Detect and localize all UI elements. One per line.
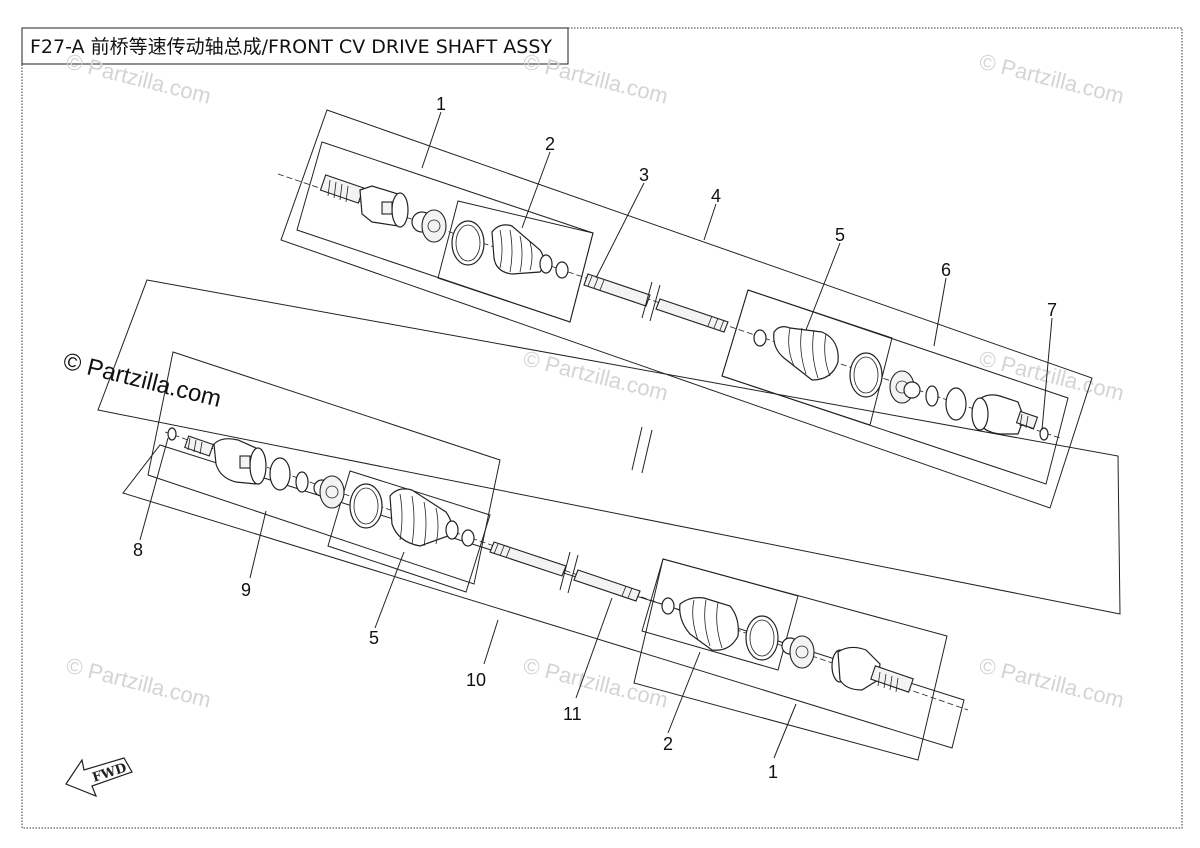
watermark: © Partzilla.com — [64, 653, 214, 713]
upper-right-clamp-ring — [849, 352, 883, 398]
callout-leaders — [139, 111, 1053, 759]
watermark: © Partzilla.com — [977, 49, 1127, 109]
upper-boot-box — [437, 200, 594, 323]
lower-right-box — [633, 558, 948, 761]
lower-right-small-clamp — [661, 597, 675, 615]
callout-label: 9 — [241, 580, 251, 600]
callout-label: 5 — [835, 225, 845, 245]
lower-end-clip — [167, 427, 177, 441]
lower-boot-5 — [389, 488, 459, 547]
upper-boot-2 — [491, 224, 553, 275]
watermarks: © Partzilla.com © Partzilla.com © Partzi… — [64, 49, 1127, 713]
title-box — [21, 27, 569, 65]
lower-cv-joint-outer — [831, 646, 914, 693]
callout-label: 1 — [768, 762, 778, 782]
upper-cv-joint-outer — [319, 174, 409, 228]
callout-label: 4 — [711, 186, 721, 206]
lower-clamp-ring — [349, 483, 383, 529]
upper-bearing-cage — [411, 209, 447, 243]
watermark: © Partzilla.com — [521, 653, 671, 713]
callout-label: 2 — [663, 734, 673, 754]
watermark: © Partzilla.com — [521, 346, 671, 406]
lower-snap-ring — [295, 471, 309, 493]
forward-arrow: FWD — [65, 757, 133, 798]
callout-labels: 1 2 3 4 5 6 7 8 9 5 10 11 2 1 — [133, 94, 1057, 782]
callout-label: 3 — [639, 165, 649, 185]
upper-boot-5 — [773, 326, 839, 381]
lower-boot-2 — [679, 597, 739, 651]
middle-frame — [97, 279, 1121, 615]
upper-end-clip — [1039, 427, 1049, 441]
lower-left-box — [147, 351, 501, 585]
upper-o-ring — [945, 387, 967, 421]
lower-right-bearing-cage — [781, 635, 815, 669]
callout-label: 8 — [133, 540, 143, 560]
lower-bearing-cage — [313, 475, 345, 509]
forward-arrow-icon — [65, 757, 133, 798]
watermark: © Partzilla.com — [977, 653, 1127, 713]
upper-boot5-box — [721, 289, 893, 426]
forward-arrow-label: FWD — [91, 761, 129, 786]
callout-label: 7 — [1047, 300, 1057, 320]
upper-snap-ring — [925, 385, 939, 407]
upper-clamp-ring — [451, 220, 485, 266]
upper-small-clamp — [555, 261, 569, 279]
lower-o-ring — [269, 457, 291, 491]
callout-label: 5 — [369, 628, 379, 648]
upper-right-bearing-cage — [889, 370, 921, 404]
page-border — [21, 27, 1183, 829]
lower-right-clamp-ring — [745, 615, 779, 661]
callout-label: 6 — [941, 260, 951, 280]
lower-boot-box — [327, 470, 491, 593]
callout-label: 10 — [466, 670, 486, 690]
upper-intermediate-shaft — [583, 273, 729, 333]
page-title: F27-A 前桥等速传动轴总成/FRONT CV DRIVE SHAFT ASS… — [30, 36, 552, 58]
lower-shaft-assembly — [122, 351, 969, 761]
callout-label: 1 — [436, 94, 446, 114]
watermark-main: © Partzilla.com — [61, 348, 224, 413]
upper-right-small-clamp — [753, 329, 767, 347]
callout-label: 11 — [563, 704, 582, 724]
lower-cv-housing-inner — [184, 435, 267, 485]
upper-shaft-assembly — [277, 109, 1093, 509]
upper-cv-housing-inner — [971, 394, 1039, 435]
callout-label: 2 — [545, 134, 555, 154]
lower-boot2-box — [641, 558, 799, 671]
lower-small-clamp — [461, 529, 475, 547]
lower-outer-frame — [122, 444, 965, 749]
lower-intermediate-shaft — [489, 541, 641, 602]
watermark: © Partzilla.com — [521, 49, 671, 109]
upper-outer-frame — [280, 109, 1093, 509]
